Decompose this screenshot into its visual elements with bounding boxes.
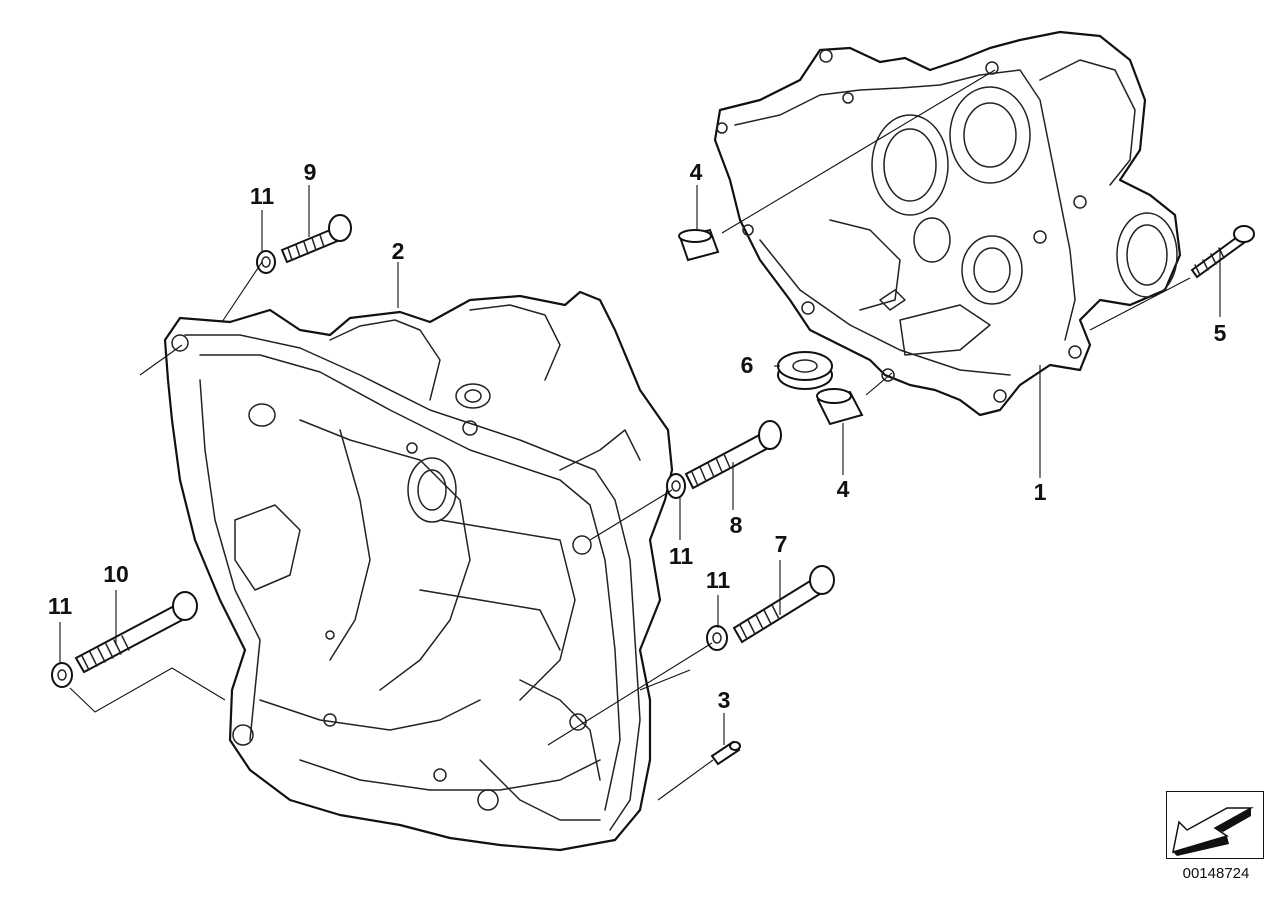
arrow-left-down-icon <box>1172 807 1254 856</box>
rear-gearbox-housing[interactable] <box>713 30 1182 417</box>
bolt-7[interactable] <box>732 565 835 644</box>
callout-11-right: 11 <box>706 567 731 593</box>
callout-11-left: 11 <box>48 593 73 619</box>
callout-9: 9 <box>304 159 317 185</box>
washer-c[interactable] <box>706 625 728 651</box>
callout-3: 3 <box>718 687 731 713</box>
callout-4-upper: 4 <box>690 159 703 185</box>
bolt-10[interactable] <box>74 591 198 674</box>
leader-lines <box>59 69 1221 801</box>
seal-ring[interactable] <box>777 351 833 390</box>
callout-7: 7 <box>775 531 788 557</box>
callout-11-middle: 11 <box>669 543 694 569</box>
washer-d[interactable] <box>51 662 73 688</box>
callout-4-lower: 4 <box>837 476 850 502</box>
washer-b[interactable] <box>666 473 686 499</box>
bolt-9[interactable] <box>280 214 352 264</box>
callout-6: 6 <box>741 352 754 378</box>
bolt-right[interactable] <box>1190 225 1255 279</box>
callout-1: 1 <box>1034 479 1047 505</box>
drawing-number: 00148724 <box>1182 865 1250 882</box>
callout-11-top: 11 <box>250 183 275 209</box>
navigation-box[interactable] <box>1166 791 1264 859</box>
callout-labels: 1 2 3 4 4 5 6 7 8 9 10 11 11 11 11 <box>48 159 1227 713</box>
dowel-sleeve-lower[interactable] <box>816 388 864 426</box>
washer-a[interactable] <box>256 250 276 274</box>
dowel-sleeve-upper[interactable] <box>678 228 720 262</box>
callout-10: 10 <box>103 561 129 587</box>
bolt-8[interactable] <box>684 420 782 490</box>
front-housing-cover[interactable] <box>163 290 674 852</box>
callout-5: 5 <box>1214 320 1227 346</box>
dowel-pin[interactable] <box>710 740 741 766</box>
callout-2: 2 <box>392 238 405 264</box>
callout-8: 8 <box>730 512 743 538</box>
